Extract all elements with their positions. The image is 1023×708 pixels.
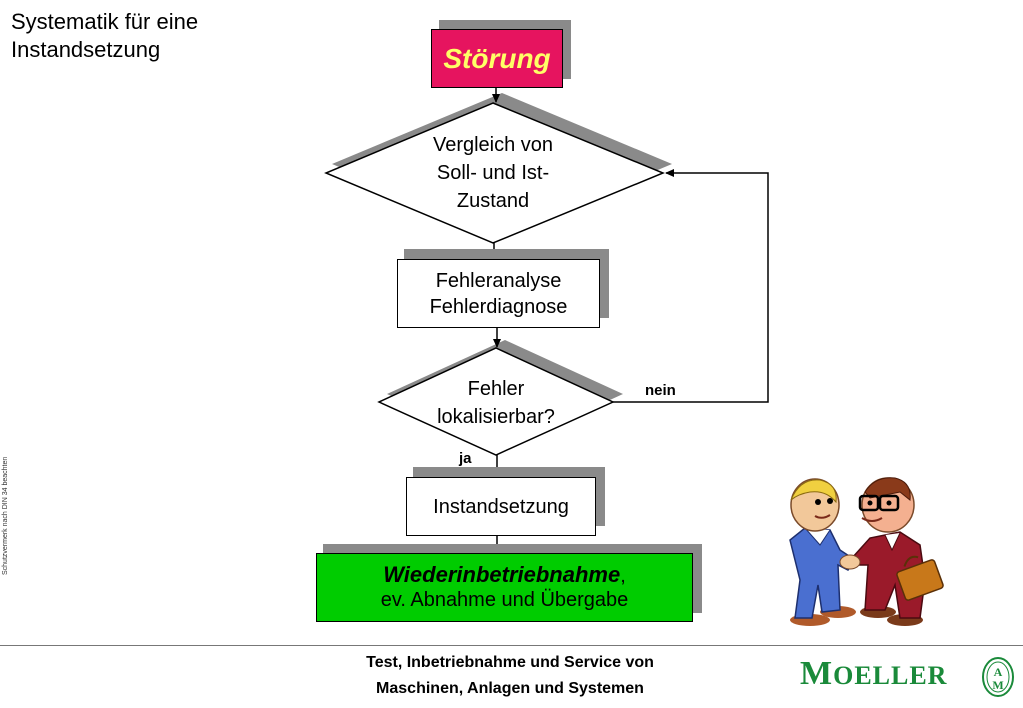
label-yes: ja	[459, 450, 472, 467]
footer-divider	[0, 645, 1023, 646]
handshake-illustration	[789, 477, 944, 626]
brand-rest: OELLER	[833, 661, 948, 690]
arrow-no-loop	[613, 169, 769, 403]
final-comma: ,	[620, 565, 626, 587]
footer-line2: Maschinen, Anlagen und Systemen	[376, 680, 644, 697]
analysis-line1: Fehleranalyse	[435, 269, 562, 292]
analysis-box: Fehleranalyse Fehlerdiagnose	[397, 259, 600, 328]
final-box: Wiederinbetriebnahme, ev. Abnahme und Üb…	[316, 553, 693, 622]
final-subtitle: ev. Abnahme und Übergabe	[380, 589, 629, 611]
emblem-bottom-letter: M	[992, 678, 1003, 692]
footer-text: Test, Inbetriebnahme und Service von Mas…	[310, 650, 710, 702]
analysis-line2: Fehlerdiagnose	[429, 295, 568, 318]
brand-logo-text: MOELLER	[800, 655, 947, 693]
decision-line2: lokalisierbar?	[437, 406, 555, 428]
compare-line1: Vergleich von	[432, 134, 554, 156]
footer-line1: Test, Inbetriebnahme und Service von	[366, 654, 654, 671]
slide-title-line2: Instandsetzung	[11, 37, 161, 62]
compare-line2: Soll- und Ist-	[436, 162, 550, 184]
repair-box: Instandsetzung	[406, 477, 596, 536]
decision-diamond-text: Fehler lokalisierbar?	[416, 375, 576, 431]
emblem-top-letter: A	[994, 665, 1003, 679]
decision-diamond	[377, 347, 615, 456]
label-no: nein	[645, 382, 676, 399]
compare-diamond-text: Vergleich von Soll- und Ist- Zustand	[413, 131, 573, 215]
brand-emblem-icon: A M	[982, 657, 1014, 697]
decision-line1: Fehler	[467, 378, 525, 400]
compare-diamond	[324, 102, 665, 244]
compare-line3: Zustand	[456, 190, 530, 212]
slide-title: Systematik für eine Instandsetzung	[11, 8, 198, 64]
slide-title-line1: Systematik für eine	[11, 9, 199, 34]
start-box: Störung	[431, 29, 563, 88]
final-title: Wiederinbetriebnahme	[383, 562, 621, 587]
brand-initial: M	[800, 655, 834, 692]
